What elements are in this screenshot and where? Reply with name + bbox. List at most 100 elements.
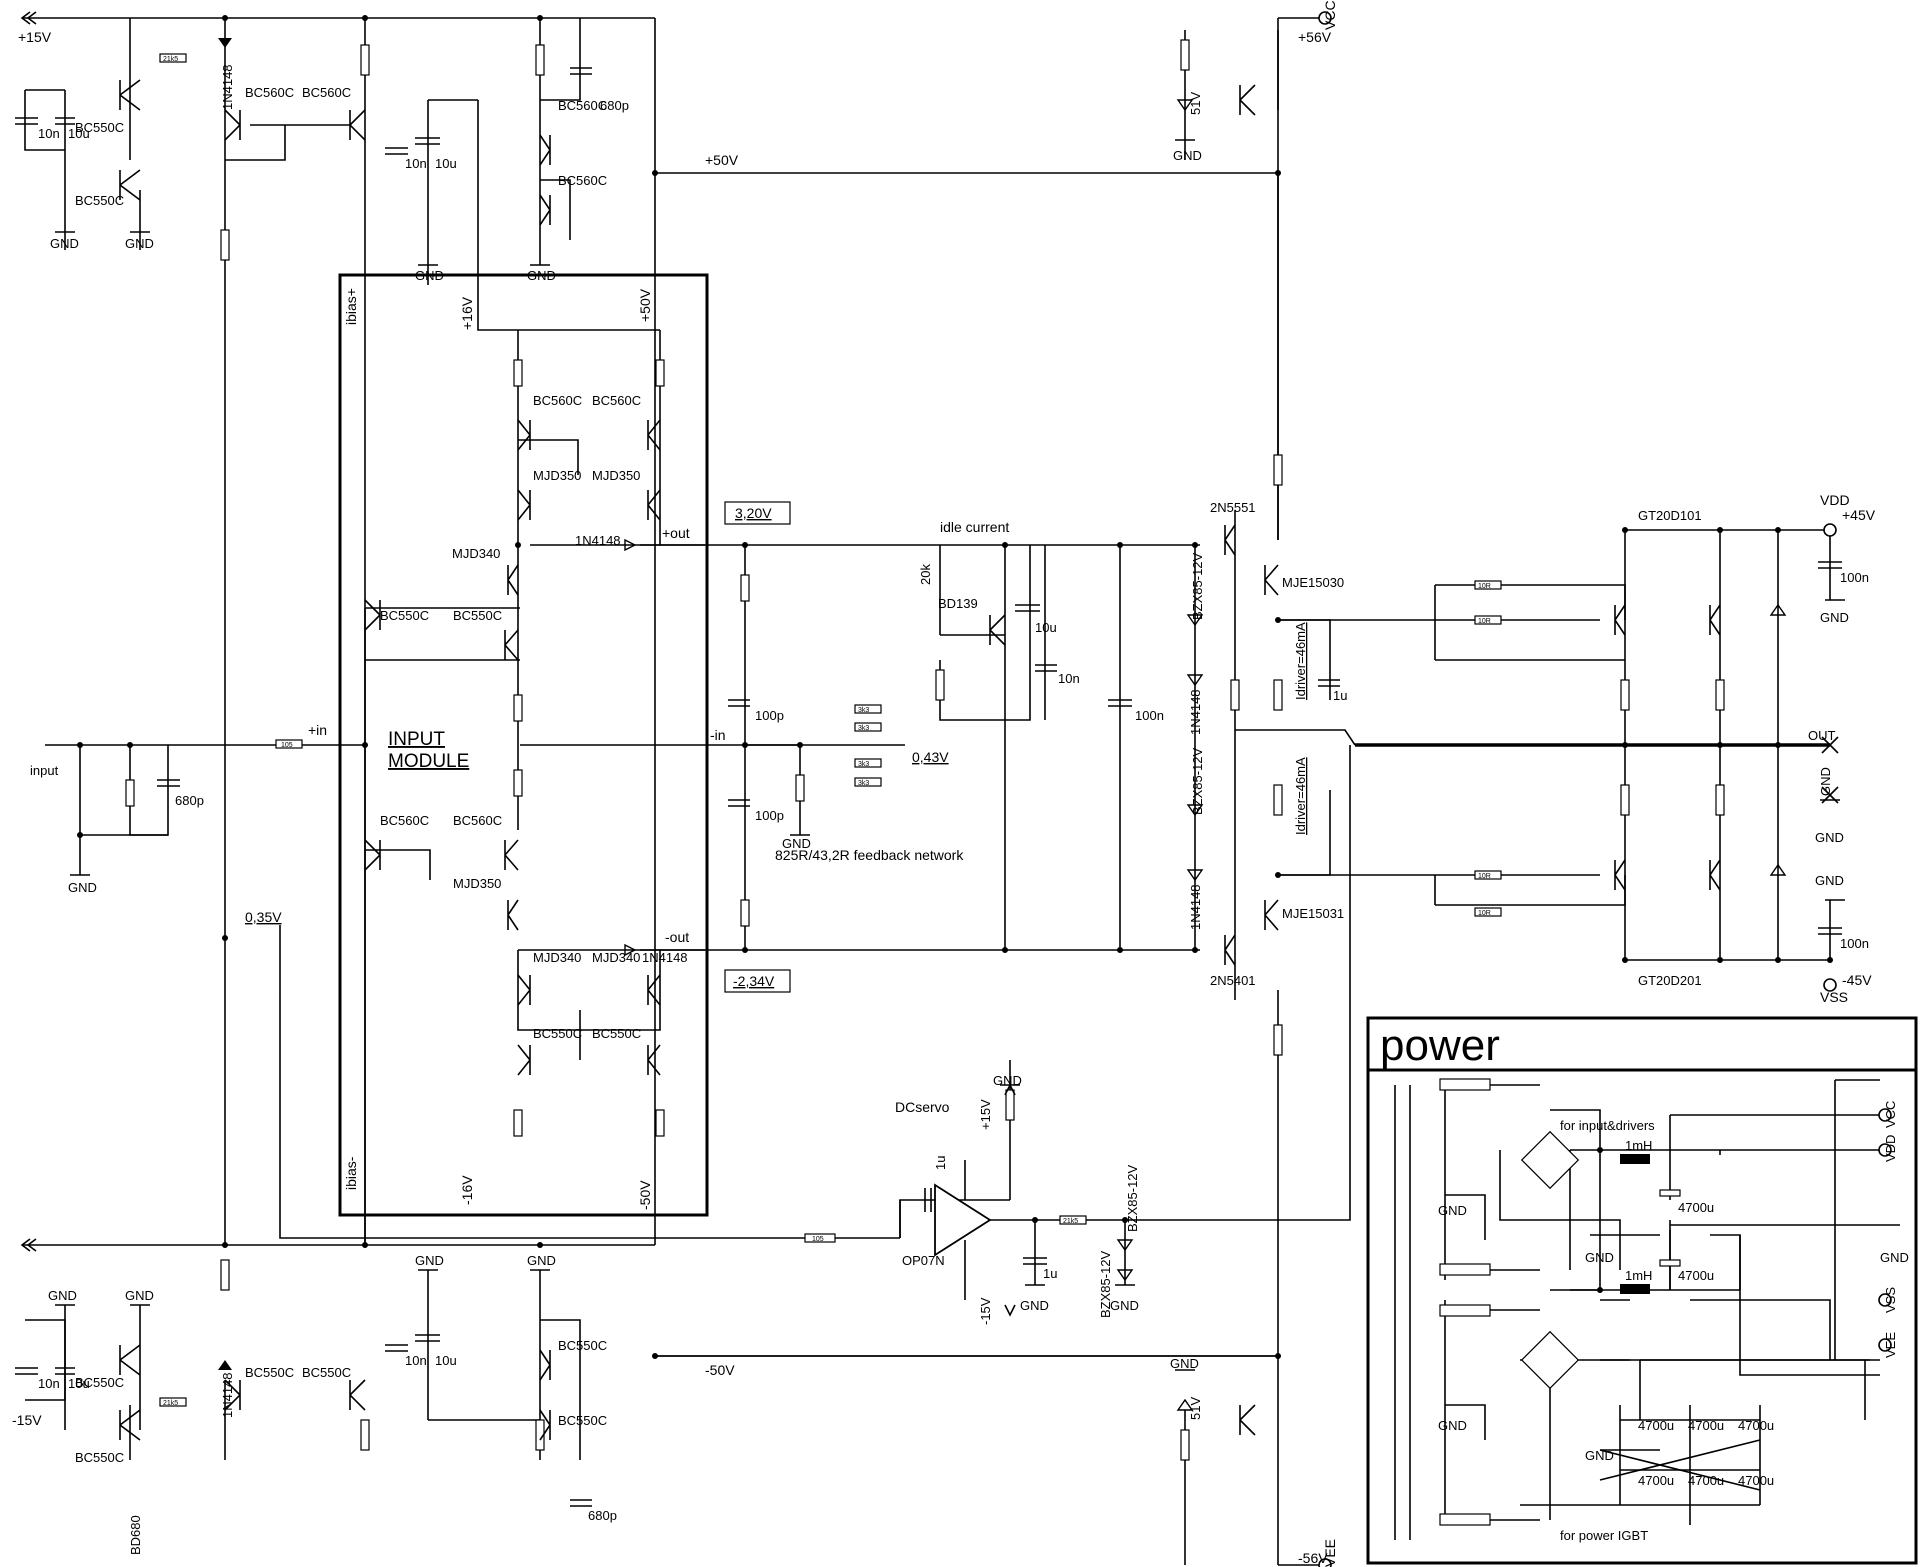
n1n4148-6: 1N4148 [1188, 884, 1203, 930]
bc550c-5: BC550C [533, 1026, 582, 1041]
power-out-vcc: VCC [1883, 1101, 1898, 1128]
gnd-19: GND [1170, 1356, 1199, 1371]
bc550c-4: BC550C [453, 608, 502, 623]
r-3k3-1: 3k3 [858, 707, 869, 714]
r-21k5-2: 21k5 [1063, 1218, 1078, 1225]
cap-4700u-3: 4700u [1638, 1418, 1674, 1433]
c680p-3: 680p [588, 1508, 617, 1523]
r-243-1: 10R [1478, 583, 1491, 590]
r-105-1: 105 [281, 742, 293, 749]
bc550c-7: BC550C [75, 1375, 124, 1390]
diodes [218, 38, 1787, 1411]
gnd-pb-4: GND [1880, 1250, 1909, 1265]
c100p-2: 100p [755, 808, 784, 823]
bc550c-10: BC550C [302, 1365, 351, 1380]
zener-51v-1: 51V [1188, 92, 1203, 115]
gnd-17: GND [415, 1253, 444, 1268]
gnd-pb-5: GND [1585, 1448, 1614, 1463]
c10u-1: 10u [68, 126, 90, 141]
gnd-10: GND [1815, 830, 1844, 845]
plus-out-voltage: 3,20V [735, 505, 772, 521]
servo-minus15: -15V [978, 1297, 993, 1325]
c680p-1: 680p [600, 98, 629, 113]
junction-dots [77, 15, 1833, 1359]
op07n-opamp [934, 1160, 992, 1300]
c100n-2: 100n [1840, 570, 1869, 585]
mjd340-2: MJD340 [533, 950, 581, 965]
gnd-1: GND [50, 236, 79, 251]
c10n-2: 10n [405, 156, 427, 171]
gnd-pb-1: GND [1438, 1203, 1467, 1218]
bc550c-11: BC550C [558, 1338, 607, 1353]
mjd340-3: MJD340 [592, 950, 640, 965]
r-3k3-3: 3k3 [858, 761, 869, 768]
cap-4700u-8: 4700u [1738, 1473, 1774, 1488]
mje15030: MJE15030 [1282, 575, 1344, 590]
bzx-3: BZX85-12V [1125, 1164, 1140, 1232]
n2n5401: 2N5401 [1210, 973, 1256, 988]
bc550c-8: BC550C [75, 1450, 124, 1465]
vee-voltage: -56V [1298, 1550, 1328, 1566]
dcservo-label: DCservo [895, 1099, 950, 1115]
power-title: power [1380, 1021, 1500, 1070]
rail-plus15: +15V [18, 29, 52, 45]
c680p-2: 680p [175, 793, 204, 808]
ibias-minus-label: ibias- [343, 1156, 359, 1190]
ibias-plus-label: ibias+ [343, 288, 359, 325]
idriver-top-label: Idriver=46mA [1293, 622, 1308, 700]
c10n-4: 10n [405, 1353, 427, 1368]
servo-plus15: +15V [978, 1099, 993, 1130]
bd139: BD139 [938, 596, 978, 611]
gnd-11: GND [1818, 767, 1833, 796]
mjd340-1: MJD340 [452, 546, 500, 561]
zener-51v-2: 51V [1188, 1397, 1203, 1420]
out-label: OUT [1808, 728, 1836, 743]
gnd-15: GND [48, 1288, 77, 1303]
bc560c-5: BC560C [533, 393, 582, 408]
r-243-3: 10R [1478, 873, 1491, 880]
bc550c-6: BC550C [592, 1026, 641, 1041]
capacitors [15, 67, 1842, 1507]
gnd-symbols [55, 139, 1845, 1371]
wires [22, 17, 1831, 1566]
cap-4700u-7: 4700u [1688, 1473, 1724, 1488]
gnd-18: GND [527, 1253, 556, 1268]
vcc-voltage: +56V [1298, 29, 1332, 45]
mjd350-2: MJD350 [592, 468, 640, 483]
plus-out-label: +out [662, 525, 690, 541]
minus-out-voltage: -2,34V [733, 973, 775, 989]
gnd-5: GND [68, 880, 97, 895]
minus-out-label: -out [665, 929, 689, 945]
r-21k5-3: 21k5 [163, 1400, 178, 1407]
vee-label: VEE [1322, 1539, 1338, 1567]
feedback-node-voltage: 0,43V [912, 749, 949, 765]
mjd350-1: MJD350 [533, 468, 581, 483]
bzx-1: BZX85-12V [1190, 552, 1205, 620]
gnd-2: GND [125, 236, 154, 251]
gnd-3: GND [415, 268, 444, 283]
op07n: OP07N [902, 1253, 945, 1268]
vss-voltage: -45V [1842, 972, 1872, 988]
input-module-box [338, 273, 709, 1217]
bc550c-2: BC550C [75, 193, 124, 208]
r-243-2: 10R [1478, 618, 1491, 625]
gnd-pb-3: GND [1585, 1250, 1614, 1265]
bc550c-12: BC550C [558, 1413, 607, 1428]
gnd-6: GND [782, 836, 811, 851]
c1u-2: 1u [933, 1156, 948, 1170]
gnd-7: GND [1173, 148, 1202, 163]
power-supply-box [1366, 1016, 1918, 1565]
vcc-label: VCC [1322, 0, 1338, 30]
bzx-2: BZX85-12V [1190, 747, 1205, 815]
gnd-14: GND [1110, 1298, 1139, 1313]
c10u-2: 10u [435, 156, 457, 171]
c1u-3: 1u [1043, 1266, 1057, 1281]
for-power-igbt: for power IGBT [1560, 1528, 1648, 1543]
bc560c-1: BC560C [245, 85, 294, 100]
c10u-4: 10u [435, 1353, 457, 1368]
bc550c-3: BC550C [380, 608, 429, 623]
input-module-title-1: INPUT [388, 729, 445, 750]
bd680: BD680 [128, 1515, 143, 1555]
power-out-vee: VEE [1883, 1332, 1898, 1358]
